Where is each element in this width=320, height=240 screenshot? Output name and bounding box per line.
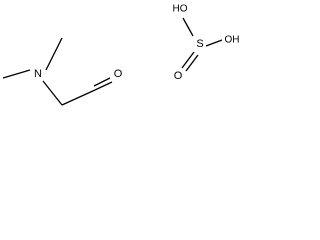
bond-n-methyl2	[45, 37, 63, 71]
bond-methyl1-n	[2, 69, 31, 79]
oxygen-label: O	[114, 68, 123, 80]
hydroxyl-right-label: OH	[225, 35, 240, 46]
bond-ho-s	[182, 17, 194, 37]
oxygen-double-label: O	[174, 70, 183, 82]
sulfur-label: S	[196, 38, 203, 50]
nitrogen-label: N	[34, 68, 42, 80]
left-molecule: N O	[2, 37, 123, 106]
bond-n-ch2	[42, 80, 63, 106]
structure-diagram: N O HO S OH O	[0, 0, 240, 115]
bond-ch2-c	[61, 89, 96, 106]
right-molecule: HO S OH O	[173, 4, 240, 83]
bond-s-oh	[205, 39, 223, 47]
hydroxyl-top-label: HO	[173, 4, 188, 15]
bond-s-o-2	[185, 54, 199, 72]
bond-c-o-2	[93, 77, 111, 87]
bond-c-o-1	[94, 81, 113, 91]
bond-s-o-1	[181, 51, 195, 69]
structure-canvas: N O HO S OH O	[2, 4, 240, 106]
